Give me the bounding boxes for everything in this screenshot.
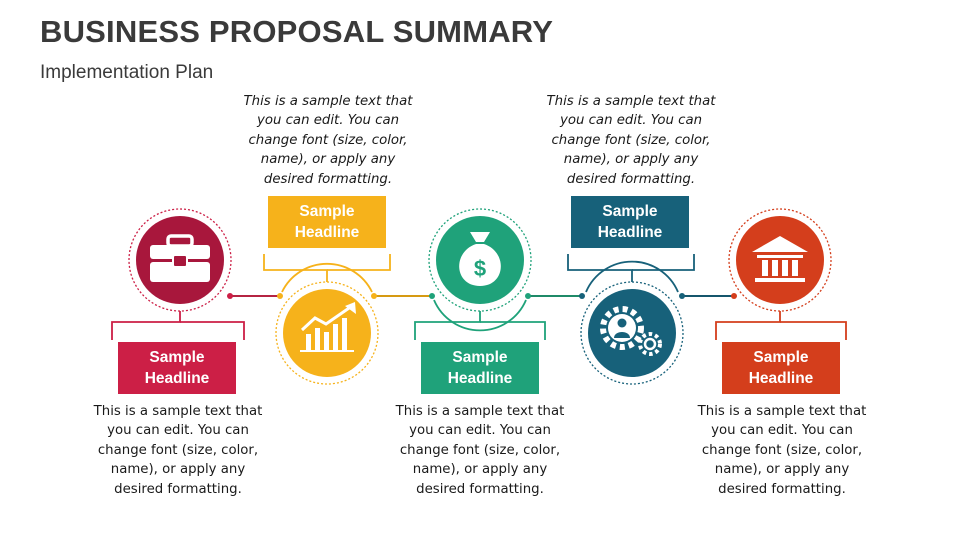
step-3-headline-box: Sample Headline bbox=[421, 342, 539, 394]
step-4-headline-box: Sample Headline bbox=[571, 196, 689, 248]
step-2-headline: Sample Headline bbox=[294, 203, 360, 241]
bank-icon bbox=[752, 236, 808, 282]
money-symbol: $ bbox=[474, 256, 486, 281]
growth-chart-icon bbox=[300, 302, 356, 352]
step-2-node bbox=[263, 254, 391, 385]
step-3-node: $ bbox=[414, 208, 546, 340]
step-4-headline: Sample Headline bbox=[597, 203, 663, 241]
money-bag-icon: $ bbox=[459, 232, 501, 286]
step-4-node bbox=[567, 254, 695, 385]
step-1-headline: Sample Headline bbox=[144, 349, 210, 387]
step-1-headline-box: Sample Headline bbox=[118, 342, 236, 394]
step-3-headline: Sample Headline bbox=[447, 349, 513, 387]
step-5-node bbox=[715, 208, 847, 340]
step-1-description: This is a sample text that you can edit.… bbox=[93, 404, 263, 497]
step-3-description: This is a sample text that you can edit.… bbox=[395, 404, 565, 497]
step-4-description: This is a sample text that you can edit.… bbox=[546, 94, 716, 187]
step-1-node bbox=[111, 208, 245, 340]
step-2-description: This is a sample text that you can edit.… bbox=[243, 94, 413, 187]
briefcase-icon bbox=[150, 234, 210, 282]
page-subtitle: Implementation Plan bbox=[40, 62, 214, 83]
step-5-headline: Sample Headline bbox=[748, 349, 814, 387]
page-title: BUSINESS PROPOSAL SUMMARY bbox=[40, 14, 554, 49]
gears-person-icon bbox=[600, 306, 662, 356]
step-5-headline-box: Sample Headline bbox=[722, 342, 840, 394]
step-2-headline-box: Sample Headline bbox=[268, 196, 386, 248]
step-5-description: This is a sample text that you can edit.… bbox=[697, 404, 867, 497]
